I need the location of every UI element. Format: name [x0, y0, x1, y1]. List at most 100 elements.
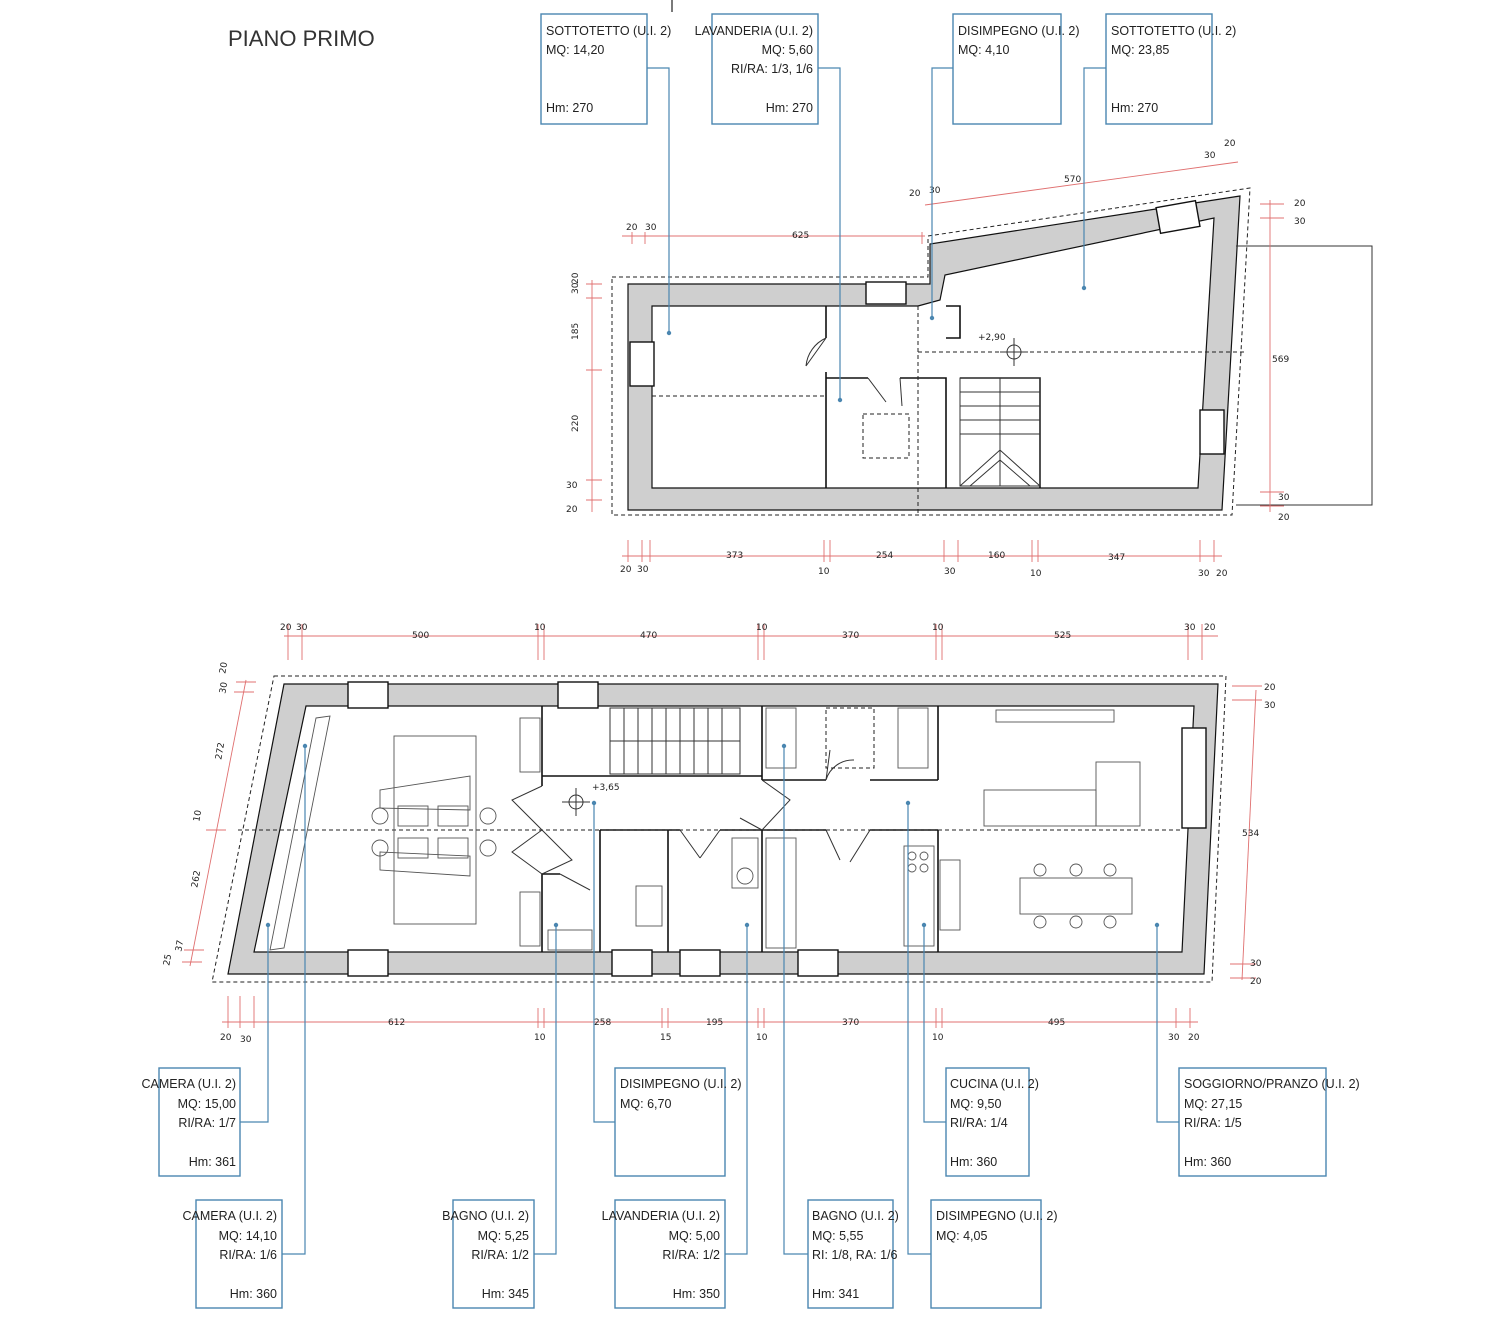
room-name: LAVANDERIA (U.I. 2) [695, 24, 813, 38]
upper-skylight [862, 413, 910, 459]
dim-up-right-569: 569 [1272, 355, 1289, 365]
dim-lo-right-20: 20 [1264, 683, 1276, 693]
room-height: Hm: 360 [1184, 1155, 1231, 1169]
dim-lo-bot-30: 30 [240, 1035, 252, 1045]
room-ratio: RI/RA: 1/3, 1/6 [731, 62, 813, 76]
leader-dots [265, 285, 1160, 928]
dim-lo-bot-10b: 10 [756, 1033, 768, 1043]
room-area: MQ: 5,25 [478, 1229, 529, 1243]
dim-up-bot-30: 30 [637, 565, 649, 575]
dim-lo-bot-258: 258 [594, 1018, 611, 1028]
room-box-sottotetto-1: SOTTOTETTO (U.I. 2) MQ: 14,20 Hm: 270 [540, 13, 671, 125]
dim-lo-left-20: 20 [218, 661, 230, 674]
room-ratio: RI/RA: 1/7 [178, 1116, 236, 1130]
upper-window-top [865, 281, 907, 305]
dim-up-bot-20: 20 [620, 565, 632, 575]
dim-up-roof-30: 30 [929, 186, 941, 196]
room-area: MQ: 15,00 [178, 1097, 236, 1111]
lower-dimensions: 20 30 500 10 470 10 370 10 525 30 20 20 … [162, 623, 1275, 1045]
dim-lo-top-30b: 30 [1184, 623, 1196, 633]
upper-interior-walls [825, 305, 1041, 488]
dim-lo-left-272: 272 [214, 742, 227, 761]
lower-plan: +3,65 [211, 675, 1227, 983]
dim-up-bot-347: 347 [1108, 553, 1125, 563]
room-area: MQ: 14,10 [219, 1229, 277, 1243]
dim-lo-top-10c: 10 [932, 623, 944, 633]
dim-lo-top-370: 370 [842, 631, 859, 641]
dim-lo-bot-495: 495 [1048, 1018, 1065, 1028]
dim-up-bot-373: 373 [726, 551, 743, 561]
room-box-disimpegno-1: DISIMPEGNO (U.I. 2) MQ: 4,10 [952, 13, 1080, 125]
dim-lo-bot-195: 195 [706, 1018, 723, 1028]
room-name: CAMERA (U.I. 2) [142, 1077, 236, 1091]
dim-up-roof-20b: 20 [1224, 139, 1236, 149]
lower-window-1 [347, 681, 389, 709]
room-area: MQ: 5,60 [762, 43, 813, 57]
lower-window-right [1181, 727, 1207, 829]
room-height: Hm: 270 [546, 101, 593, 115]
room-name: DISIMPEGNO (U.I. 2) [958, 24, 1080, 38]
lower-level-marker [562, 788, 590, 816]
dim-lo-bot-30b: 30 [1168, 1033, 1180, 1043]
room-area: MQ: 6,70 [620, 1097, 671, 1111]
room-box-soggiorno: SOGGIORNO/PRANZO (U.I. 2) MQ: 27,15 RI/R… [1178, 1067, 1360, 1177]
room-name: SOGGIORNO/PRANZO (U.I. 2) [1184, 1077, 1360, 1091]
lower-boundary [211, 675, 1227, 983]
room-height: Hm: 270 [1111, 101, 1158, 115]
room-name: DISIMPEGNO (U.I. 2) [620, 1077, 742, 1091]
upper-boundary [611, 187, 1251, 516]
upper-level-marker [1000, 338, 1028, 366]
room-ratio: RI/RA: 1/4 [950, 1116, 1008, 1130]
dim-lo-left-30: 30 [218, 681, 230, 694]
room-area: MQ: 5,55 [812, 1229, 863, 1243]
room-area: MQ: 5,00 [669, 1229, 720, 1243]
room-box-bagno-1: BAGNO (U.I. 2) MQ: 5,25 RI/RA: 1/2 Hm: 3… [442, 1199, 535, 1309]
dim-up-bot-30c: 30 [1198, 569, 1210, 579]
dim-lo-right-30: 30 [1264, 701, 1276, 711]
lower-stairs [609, 707, 741, 775]
lower-window-5 [679, 949, 721, 977]
lower-furniture [269, 707, 1141, 951]
dim-up-left-220: 220 [571, 415, 581, 432]
room-area: MQ: 4,10 [958, 43, 1009, 57]
dim-up-right-20: 20 [1294, 199, 1306, 209]
dim-lo-bot-10: 10 [534, 1033, 546, 1043]
dim-up-right-30: 30 [1294, 217, 1306, 227]
room-height: Hm: 341 [812, 1287, 859, 1301]
dim-lo-left-262: 262 [190, 870, 203, 889]
dim-lo-bot-370: 370 [842, 1018, 859, 1028]
room-area: MQ: 23,85 [1111, 43, 1169, 57]
room-area: MQ: 9,50 [950, 1097, 1001, 1111]
dim-lo-top-30: 30 [296, 623, 308, 633]
dim-lo-top-10b: 10 [756, 623, 768, 633]
lower-level-label: +3,65 [592, 783, 620, 793]
room-ratio: RI/RA: 1/2 [662, 1248, 720, 1262]
room-area: MQ: 27,15 [1184, 1097, 1242, 1111]
dim-up-top-625: 625 [792, 231, 809, 241]
dim-lo-bot-15: 15 [660, 1033, 671, 1043]
room-height: Hm: 360 [950, 1155, 997, 1169]
dim-up-top-30: 30 [645, 223, 657, 233]
dim-lo-left-25: 25 [162, 953, 174, 966]
dim-lo-top-525: 525 [1054, 631, 1071, 641]
dim-lo-right-534: 534 [1242, 829, 1259, 839]
room-ratio: RI/RA: 1/2 [471, 1248, 529, 1262]
room-name: CAMERA (U.I. 2) [183, 1209, 277, 1223]
upper-door-1 [805, 337, 827, 367]
dim-up-bot-20b: 20 [1216, 569, 1228, 579]
room-box-camera-1: CAMERA (U.I. 2) MQ: 15,00 RI/RA: 1/7 Hm:… [142, 1067, 241, 1177]
dim-up-left-30: 30 [571, 282, 581, 294]
room-box-disimpegno-3: DISIMPEGNO (U.I. 2) MQ: 4,05 [930, 1199, 1058, 1309]
dim-up-right-20b: 20 [1278, 513, 1290, 523]
room-box-disimpegno-2: DISIMPEGNO (U.I. 2) MQ: 6,70 [614, 1067, 742, 1177]
dim-lo-bot-612: 612 [388, 1018, 405, 1028]
dim-lo-top-500: 500 [412, 631, 429, 641]
room-area: MQ: 14,20 [546, 43, 604, 57]
upper-stairs [959, 377, 1041, 487]
leader-lines [240, 67, 1179, 1255]
page-title: PIANO PRIMO [228, 26, 375, 51]
dim-up-bot-10b: 10 [1030, 569, 1042, 579]
dim-lo-bot-20b: 20 [1188, 1033, 1200, 1043]
upper-plan: +2,90 [611, 187, 1373, 516]
